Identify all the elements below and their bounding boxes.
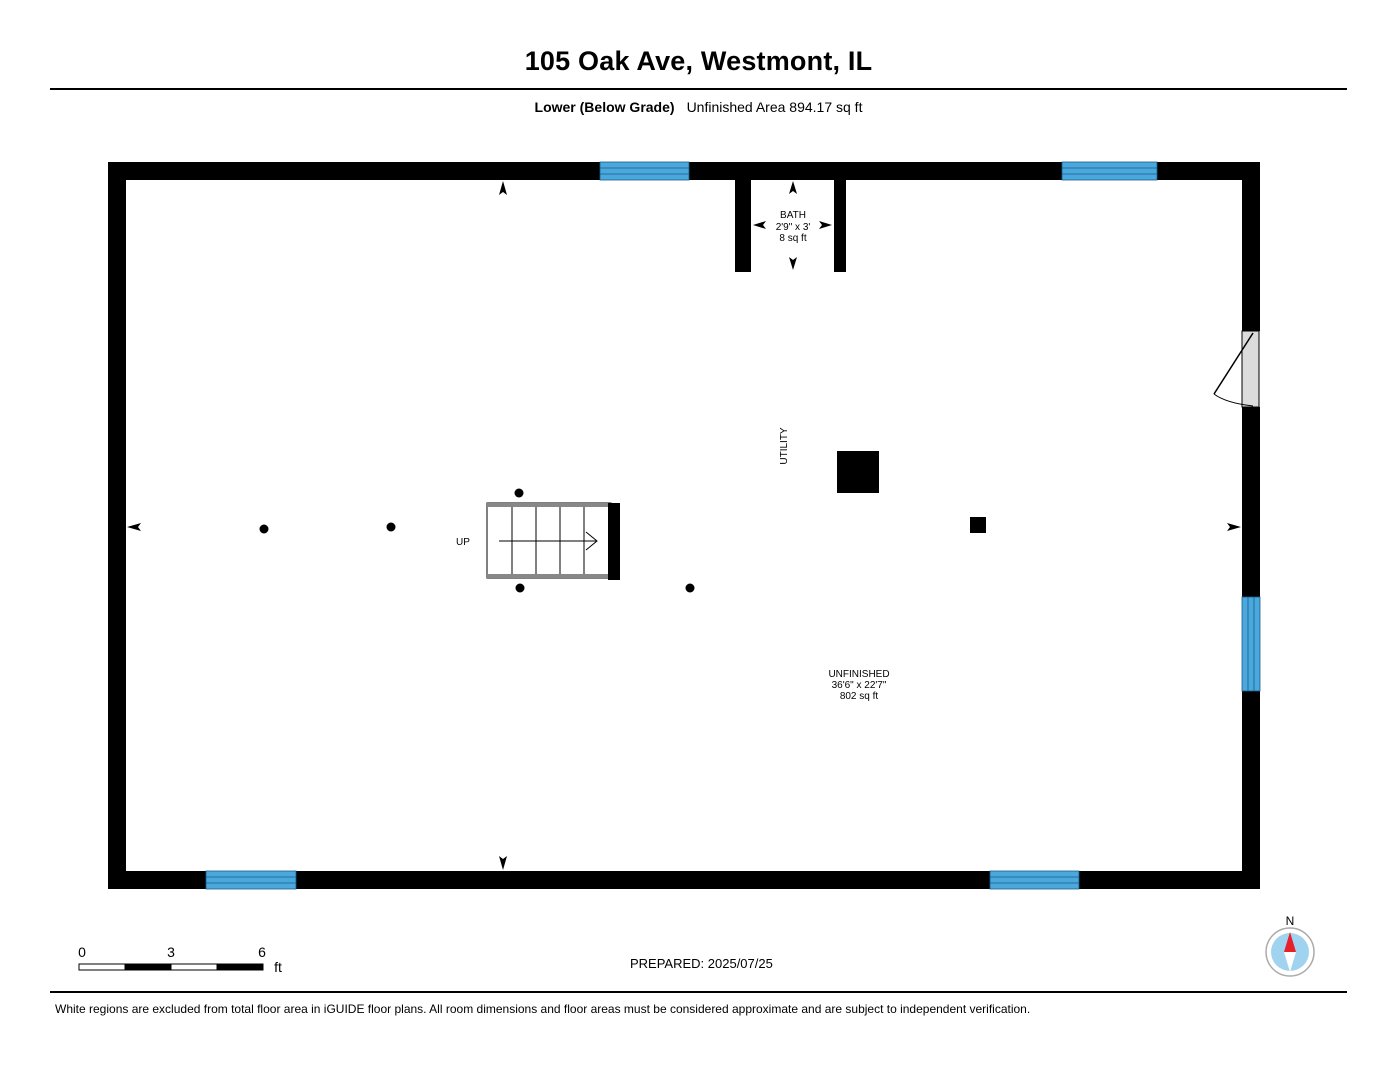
column-block (970, 517, 986, 533)
staircase (486, 502, 620, 580)
window-bottom-left (205, 870, 297, 890)
scale-tick-3: 3 (167, 944, 175, 960)
window-bottom-right (989, 870, 1080, 890)
window-top-left (599, 161, 690, 181)
post (386, 522, 396, 532)
scale-bar: 0 3 6 ft (78, 944, 282, 975)
page-title: 105 Oak Ave, Westmont, IL (524, 46, 873, 76)
window-right (1241, 596, 1261, 692)
unfinished-dimensions: 36'6" x 22'7" (832, 680, 887, 691)
windows (205, 161, 1261, 890)
room-dimension-arrows (127, 181, 1241, 870)
post (259, 524, 269, 534)
header-divider (50, 88, 1347, 90)
floor-summary: Lower (Below Grade) Unfinished Area 894.1… (0, 99, 1397, 115)
scale-unit: ft (274, 959, 282, 975)
floor-level-label: Lower (Below Grade) (534, 99, 675, 115)
scale-tick-6: 6 (258, 944, 266, 960)
disclaimer-text: White regions are excluded from total fl… (55, 1002, 1031, 1016)
chimney-block (837, 451, 879, 493)
bath-dimension-arrows (753, 181, 832, 270)
support-posts (259, 488, 695, 593)
floor-area-label: Unfinished Area 894.17 sq ft (686, 99, 863, 115)
scale-tick-0: 0 (78, 944, 86, 960)
unfinished-name: UNFINISHED (828, 669, 889, 680)
compass-north-label: N (1286, 914, 1295, 928)
post (685, 583, 695, 593)
door-icon (1213, 330, 1260, 408)
stairs-up-label: UP (456, 537, 470, 548)
post (515, 583, 525, 593)
bath-area: 8 sq ft (779, 233, 806, 244)
bath-walls (735, 178, 846, 272)
utility-label: UTILITY (779, 427, 790, 465)
bath-dimensions: 2'9" x 3' (776, 222, 811, 233)
window-top-right (1061, 161, 1158, 181)
unfinished-area: 802 sq ft (840, 691, 879, 702)
exterior-walls (108, 162, 1260, 889)
compass-icon: N (1265, 914, 1315, 977)
bath-name: BATH (780, 210, 806, 221)
prepared-date: PREPARED: 2025/07/25 (630, 956, 773, 971)
post (514, 488, 524, 498)
unfinished-label: UNFINISHED 36'6" x 22'7" 802 sq ft (828, 669, 889, 702)
bath-label: BATH 2'9" x 3' 8 sq ft (776, 210, 811, 244)
footer-divider (50, 991, 1347, 993)
